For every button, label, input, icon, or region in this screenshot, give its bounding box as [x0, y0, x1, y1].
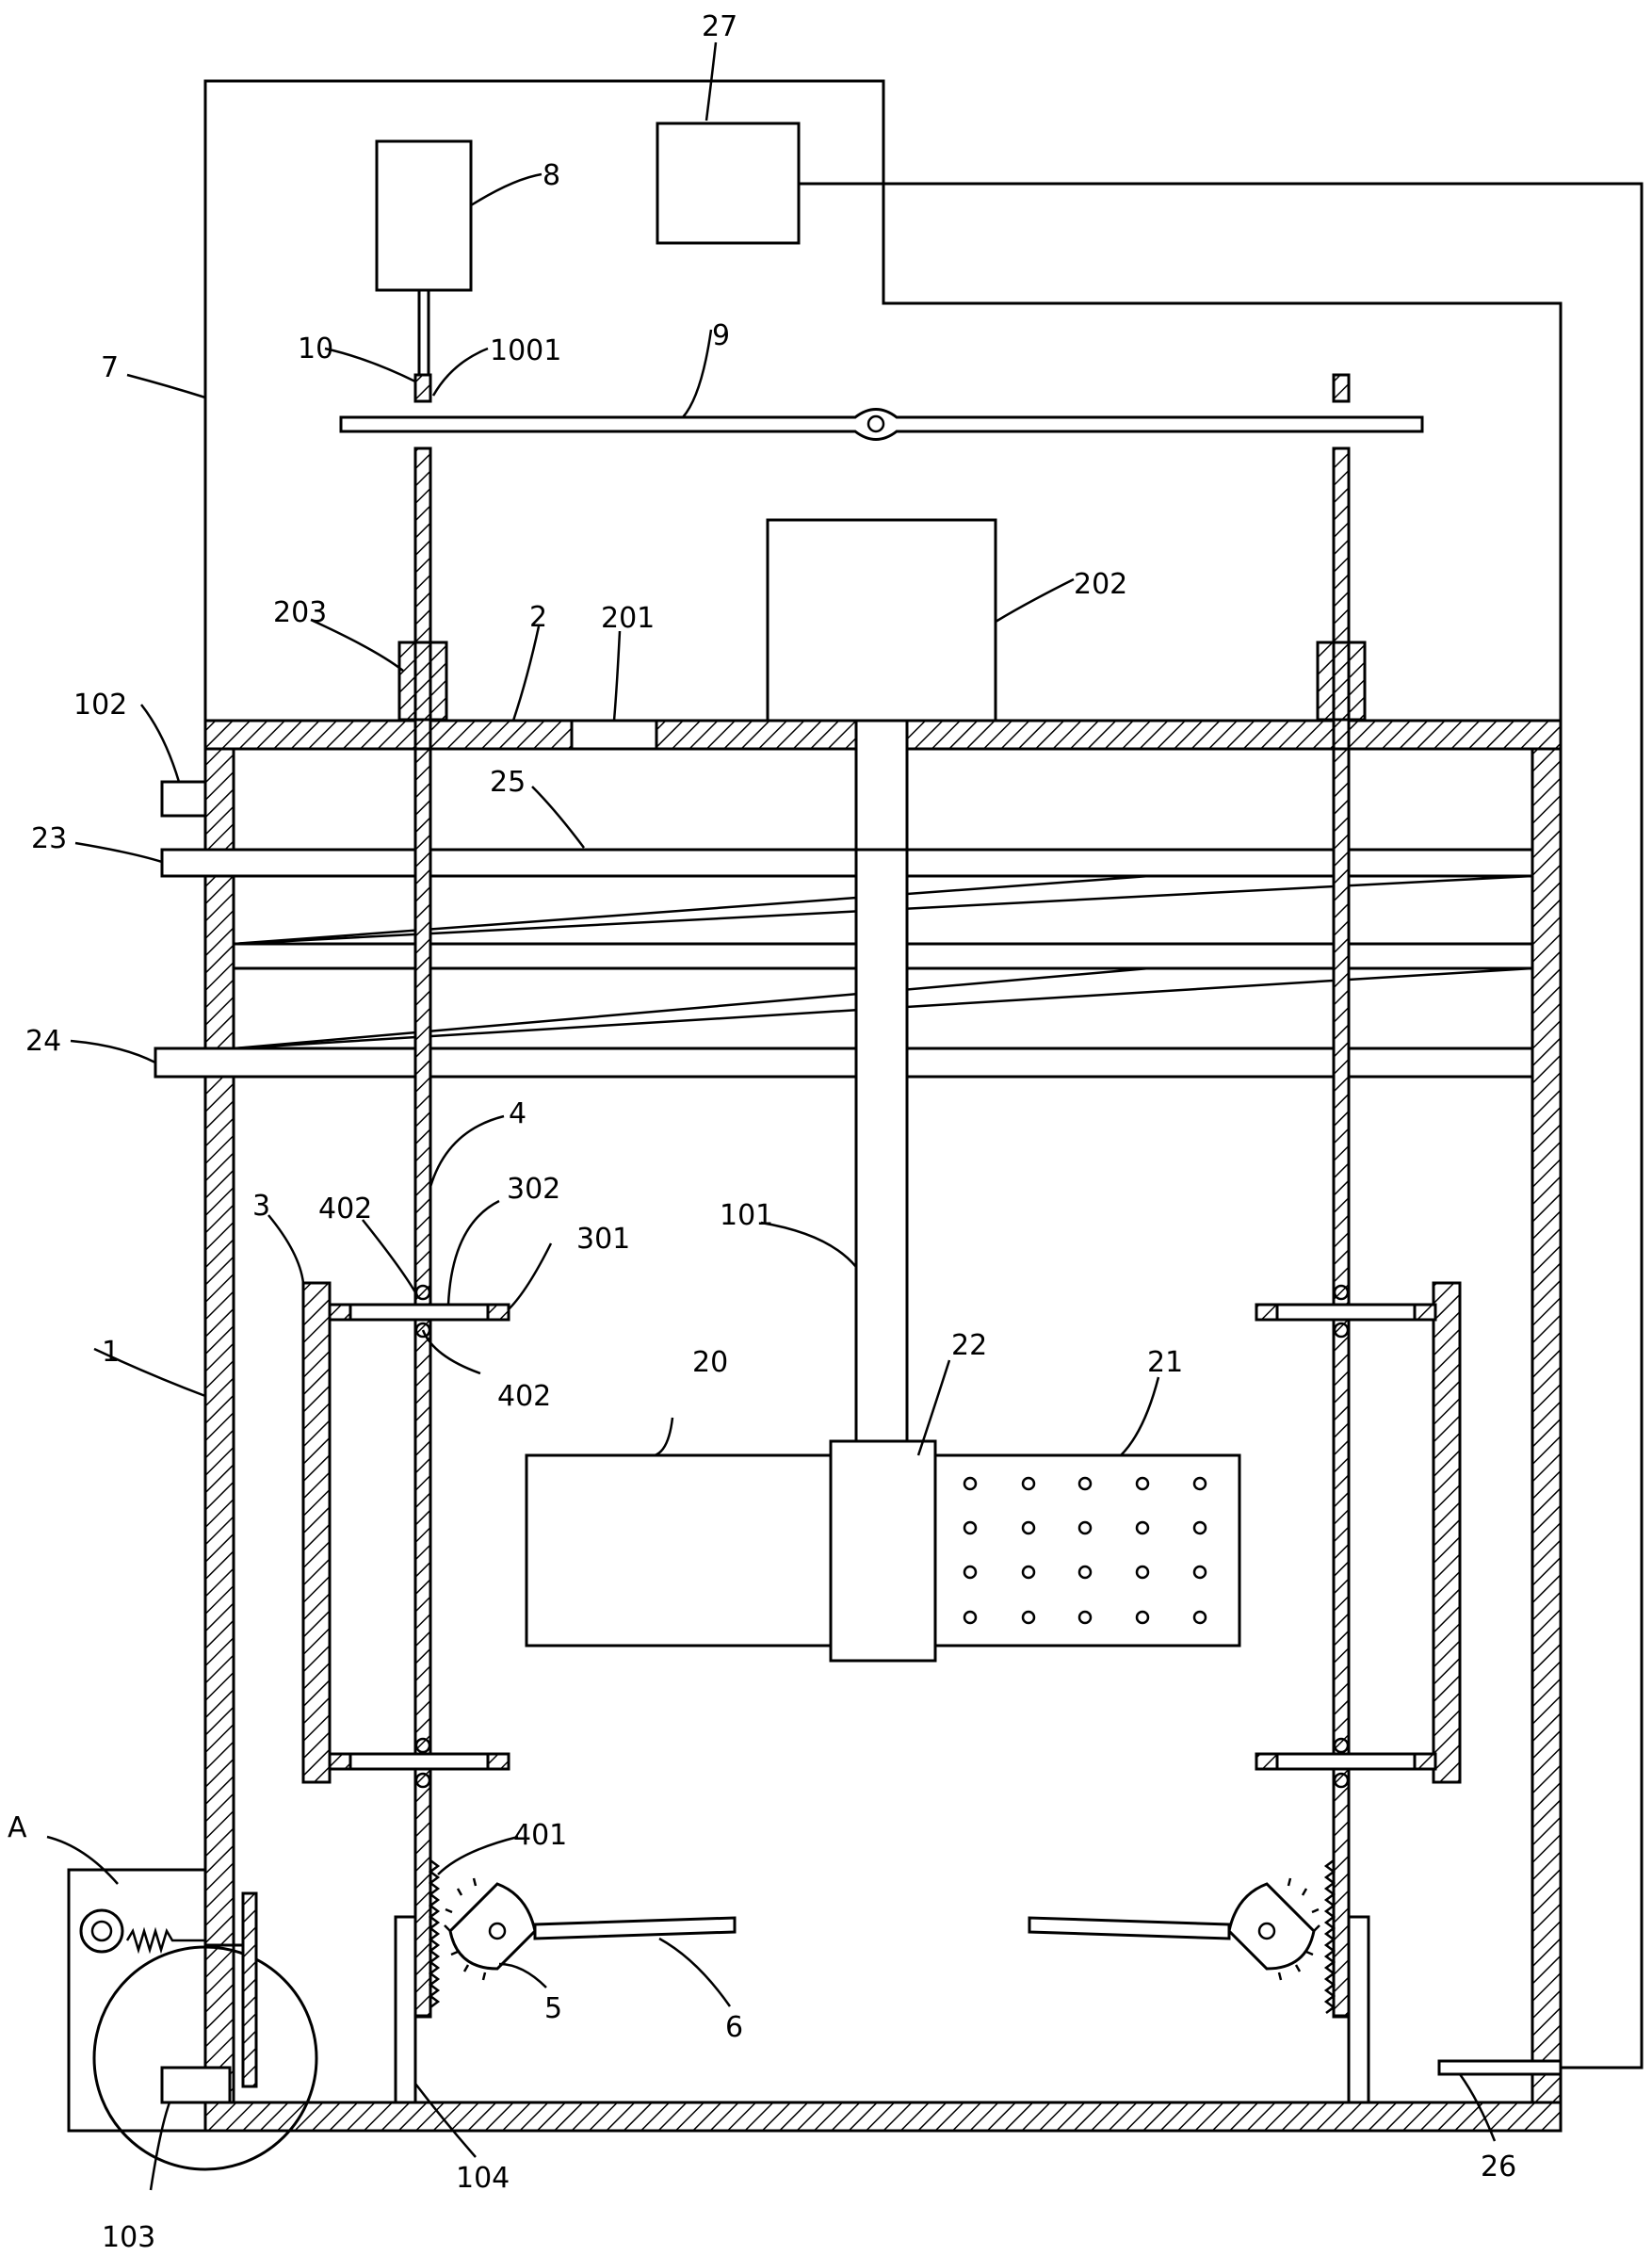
rack-rod-right-over [1332, 747, 1351, 2018]
label-203: 203 [273, 596, 327, 629]
label-4: 4 [509, 1097, 526, 1130]
inlet-pipe-102 [160, 780, 207, 818]
detail-housing [67, 1868, 207, 2133]
roller-right-a [1333, 1284, 1350, 1301]
roller-402-a [414, 1284, 431, 1301]
bracket-right-bot-inner [1275, 1752, 1417, 1771]
roller-right-c [1333, 1737, 1350, 1754]
block-20 [525, 1453, 833, 1647]
sensor-26 [1437, 2059, 1563, 2076]
guide-post-right [1347, 1915, 1370, 2104]
tank-wall-left [203, 747, 235, 2117]
label-201: 201 [601, 602, 655, 635]
label-1: 1 [102, 1336, 120, 1369]
tank-lid-right2 [1347, 719, 1563, 751]
label-103: 103 [102, 2221, 155, 2254]
label-27: 27 [702, 10, 737, 43]
tank-bottom [203, 2101, 1563, 2133]
rack-rod-right-through [1332, 641, 1351, 722]
label-5: 5 [544, 1992, 562, 2025]
arm-right [1028, 1916, 1231, 1940]
lever-bar-9 [339, 408, 1424, 441]
rod-top-cap-right [1332, 373, 1351, 403]
leader-lines [46, 41, 1497, 2191]
gear-pivot-left [488, 1922, 507, 1940]
label-101: 101 [720, 1199, 773, 1232]
spring [125, 1926, 205, 1955]
gear-teeth-left [444, 1877, 487, 1981]
label-402b: 402 [497, 1380, 551, 1413]
tank-lid-right [905, 719, 1336, 751]
label-20: 20 [692, 1346, 728, 1379]
bracket-right-top-inner [1275, 1303, 1417, 1322]
bracket-left-top-inner [348, 1303, 490, 1322]
detail-plate [241, 1891, 258, 2088]
label-301: 301 [576, 1223, 630, 1256]
controller-wire [799, 182, 1644, 2069]
gear-teeth-right [1277, 1877, 1320, 1981]
arm-left-6 [533, 1916, 737, 1940]
hub-22 [829, 1439, 937, 1663]
roller-402-b [414, 1322, 431, 1339]
rack-teeth-left [428, 1859, 441, 2008]
label-24: 24 [25, 1025, 61, 1058]
motor-box-8 [375, 139, 473, 292]
label-7: 7 [101, 351, 119, 384]
detail-valve-103 [160, 2066, 232, 2104]
drive-box-202 [766, 518, 997, 722]
bracket-left-bot-inner [348, 1752, 490, 1771]
label-102: 102 [73, 689, 127, 722]
label-1001: 1001 [490, 334, 561, 367]
reference-numerals: 27 8 10 1001 9 7 203 2 201 202 102 23 25… [8, 10, 1516, 2254]
label-104: 104 [456, 2162, 510, 2195]
label-21: 21 [1147, 1346, 1183, 1379]
perforated-block-21 [933, 1453, 1241, 1647]
lever-pivot [866, 414, 885, 433]
label-10: 10 [298, 333, 333, 365]
tank-lid-left [203, 719, 417, 751]
lid-opening-201 [570, 719, 658, 751]
label-22: 22 [951, 1329, 987, 1362]
pipe-24 [154, 1047, 1534, 1079]
label-302: 302 [507, 1173, 560, 1206]
label-23: 23 [31, 822, 67, 855]
tank-lid-mid2 [655, 719, 858, 751]
perforation-holes [963, 1476, 1207, 1625]
roller-left-d [414, 1772, 431, 1789]
gear-pivot-right [1257, 1922, 1276, 1940]
roller-right-b [1333, 1322, 1350, 1339]
scraper-plate-left [301, 1281, 332, 1784]
label-6: 6 [725, 2011, 743, 2044]
roller-left-c [414, 1737, 431, 1754]
roller-right-d [1333, 1772, 1350, 1789]
label-401: 401 [513, 1819, 567, 1852]
controller-box-27 [656, 122, 801, 245]
tank-lid-mid [429, 719, 574, 751]
label-A: A [8, 1811, 27, 1844]
cam-outer [79, 1908, 124, 1954]
rack-rod-left-through [413, 641, 432, 722]
label-8: 8 [543, 159, 560, 192]
scraper-plate-right [1432, 1281, 1462, 1784]
label-202: 202 [1074, 568, 1127, 601]
central-shaft-over [854, 848, 909, 1443]
rod-top-cap-left [413, 373, 432, 403]
guide-post-left-104 [394, 1915, 417, 2104]
label-26: 26 [1481, 2151, 1516, 2183]
rack-teeth-right [1323, 1859, 1336, 2014]
spiral-line-3 [233, 874, 1150, 946]
tank-wall-right [1531, 747, 1563, 2117]
rack-rod-left-over [413, 747, 432, 2018]
label-3: 3 [252, 1190, 270, 1223]
cam-inner [90, 1920, 113, 1942]
label-25: 25 [490, 766, 526, 799]
label-2: 2 [529, 601, 547, 634]
spiral-line-4 [233, 966, 1150, 1050]
outer-frame [203, 79, 1563, 721]
label-9: 9 [712, 319, 730, 352]
pipe-23 [160, 848, 1534, 878]
label-402a: 402 [318, 1193, 372, 1225]
